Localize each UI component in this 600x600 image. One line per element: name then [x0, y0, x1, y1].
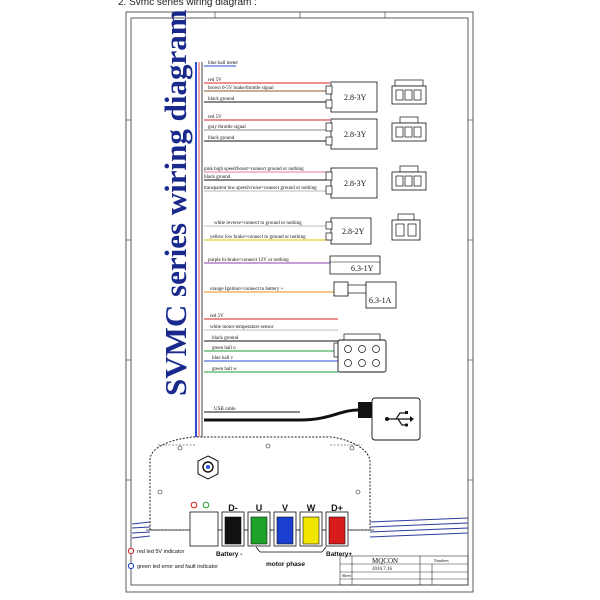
wire-label: pink high speed/boost=connect ground or … [204, 167, 304, 172]
connector-group-throttle-1: 2.8-3Y [325, 79, 427, 113]
connector-group-hi-brake: 6.3-1Y [329, 255, 381, 275]
connector-face-3pin-icon [391, 116, 427, 142]
wire-group: blue hall meter red 5V brown 0-5V brake/th… [204, 61, 338, 422]
terminal-label: W [307, 503, 316, 513]
battery-plus-label: Battery+ [326, 551, 352, 558]
battery-minus-label: Battery - [216, 551, 242, 558]
connector-group-throttle-2: 2.8-3Y [325, 116, 427, 150]
terminal-label: U [256, 503, 263, 513]
terminal-color-block [302, 516, 320, 545]
connector-box [365, 281, 397, 309]
connector-label: 6.3-1A [369, 296, 392, 305]
usb-connector [299, 397, 421, 441]
status-leds [190, 501, 210, 509]
green-led-legend-icon [127, 562, 135, 570]
wire-label: red 5V [208, 115, 222, 120]
wire-label: gray throttle signal [208, 125, 246, 130]
connector-face-3pin-icon [391, 165, 427, 191]
terminal-color-block [224, 516, 242, 545]
motor-phase-label: motor phase [266, 561, 305, 568]
connector-group-speed: 2.8-3Y [325, 165, 427, 199]
wire-label: transparent low speed/cruise=connect gro… [204, 186, 317, 191]
legend-red-led: red led 5V indicator [137, 549, 185, 555]
connector-label: 2.8-3Y [344, 93, 367, 102]
connector-label: 6.3-1Y [351, 264, 374, 273]
terminal-label: D+ [331, 503, 343, 513]
connector-label: 2.8-3Y [344, 130, 367, 139]
usb-cable [299, 408, 359, 422]
connector-face-3pin-icon [391, 79, 427, 105]
cable-gland-icon [197, 455, 219, 480]
terminal-label: V [282, 503, 288, 513]
usb-icon [385, 411, 414, 427]
connector-label: 2.8-2Y [342, 227, 365, 236]
wire-label: USB cable [214, 407, 236, 412]
wire-label: blue hall v [212, 356, 234, 361]
connector-face-2pin-icon [391, 213, 421, 241]
red-led-legend-icon [127, 547, 135, 555]
side-cables [131, 517, 469, 539]
legend-green-led: green led error and fault indicator [137, 564, 218, 570]
outer-frame [125, 11, 474, 593]
terminal-color-block [250, 516, 268, 545]
wire-label: black ground [208, 136, 235, 141]
wire-label: red 5V [210, 314, 224, 319]
wire-label: white reverse=connect to ground or nothi… [214, 221, 302, 226]
green-led-icon [202, 501, 210, 509]
wire-label: yellow low brake=connect to ground or no… [210, 235, 306, 240]
drawing-date: 2016.7.16 [372, 567, 393, 572]
red-led-icon [190, 501, 198, 509]
wire-label: white motor temperature sensor [210, 325, 274, 330]
inner-frame [130, 17, 469, 586]
section-heading: 2. Svmc series wiring diagram : [118, 0, 257, 8]
connector-group-brake: 2.8-2Y [325, 213, 421, 245]
connector-box [330, 167, 378, 199]
wire-label: black ground [208, 97, 235, 102]
connector-label: 2.8-3Y [344, 179, 367, 188]
wire-label: orange Ignition=connect to battery + [210, 287, 284, 292]
connector-group-ignition: 6.3-1A [333, 281, 397, 309]
wire-label: black ground [204, 175, 231, 180]
wire-label: green hall u [212, 346, 236, 351]
frame-ticks [126, 12, 473, 481]
company-name: MQCON [372, 557, 398, 565]
title-block [339, 555, 469, 586]
led-legend: red led 5V indicator green led error and… [127, 547, 218, 570]
terminal-color-block [328, 516, 346, 545]
motor-phase-bracket [255, 546, 327, 553]
terminal-label: D- [228, 503, 238, 513]
wire-label: purple hi-brake=connect 12V or nothing [208, 258, 289, 263]
hall-sensor-connector-6pin-icon [333, 333, 387, 373]
connector-box [329, 255, 381, 275]
diagram-title: SVMC series wiring diagram [158, 9, 193, 396]
wire-label: black ground [212, 336, 239, 341]
power-terminals: D- U V W D+ [189, 503, 349, 547]
connector-box [330, 118, 378, 150]
terminal-color-block [276, 516, 294, 545]
led-housing [189, 511, 219, 547]
wire-label: green hall w [212, 367, 237, 372]
numbers-label: Numbers [434, 558, 449, 563]
connector-box [330, 217, 372, 245]
sheet-label: Sheet [342, 573, 352, 578]
connector-box [330, 81, 378, 113]
wire-label: red 5V [208, 78, 222, 83]
wire-label: brown 0-5V brake/throttle signal [208, 86, 274, 91]
wire-label: blue hall meter [208, 61, 238, 66]
